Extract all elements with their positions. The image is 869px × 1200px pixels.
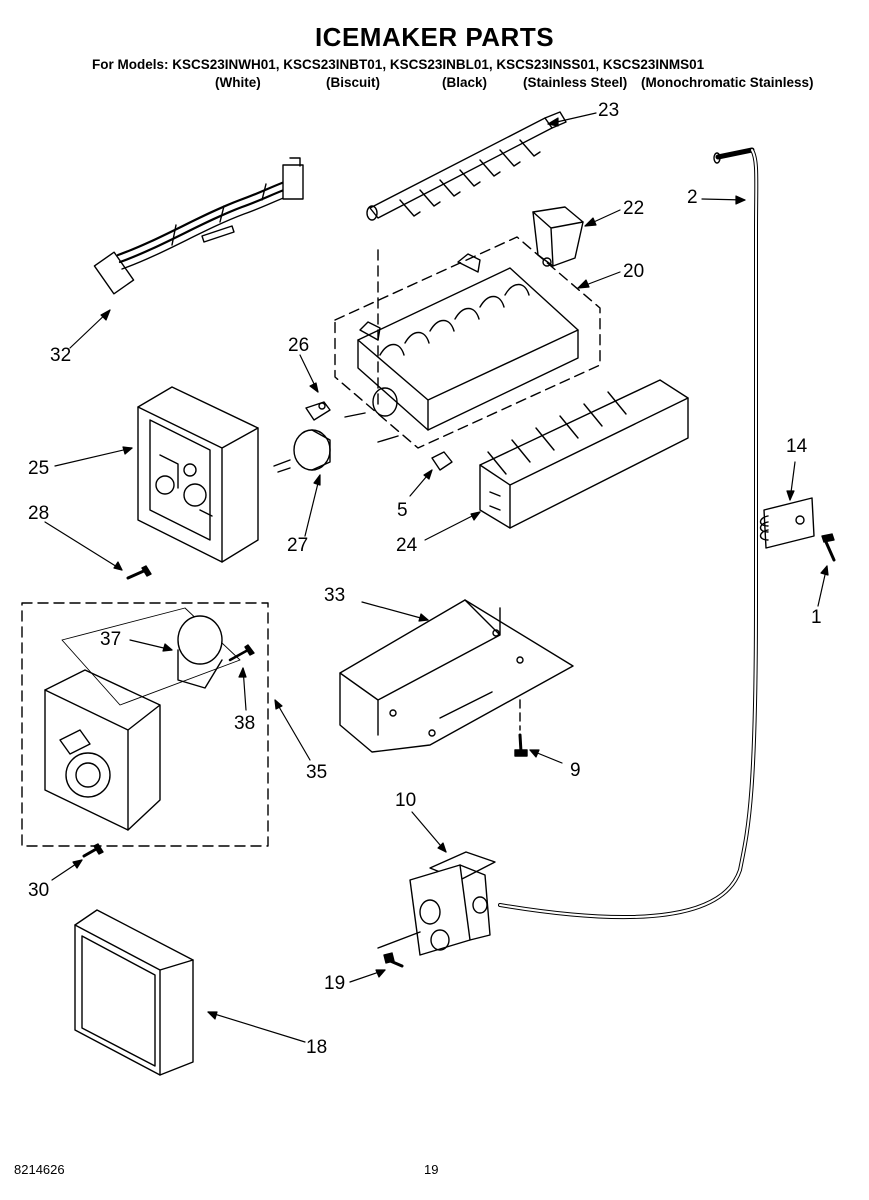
part-10-water-valve [409, 851, 496, 956]
page-number: 19 [424, 1162, 439, 1177]
color-white: (White) [215, 75, 261, 90]
callout-14: 14 [786, 436, 808, 457]
part-24-cover [479, 379, 689, 529]
color-biscuit: (Biscuit) [326, 75, 380, 90]
callout-35: 35 [306, 762, 328, 783]
doc-number: 8214626 [14, 1162, 65, 1177]
callout-38: 38 [234, 713, 256, 734]
part-37-motor [177, 615, 223, 689]
part-27-motor [273, 429, 331, 473]
part-35-control-group [21, 602, 269, 847]
part-26-connector [305, 401, 331, 421]
part-14-clamp [759, 497, 815, 549]
callout-25: 25 [28, 458, 50, 479]
color-black: (Black) [442, 75, 488, 90]
part-18-insulation [74, 909, 194, 1076]
callout-24: 24 [396, 535, 418, 556]
callout-26: 26 [288, 335, 310, 356]
callout-23: 23 [598, 100, 620, 121]
part-33-shield [339, 599, 574, 753]
callout-2: 2 [687, 187, 698, 208]
leader-lines [44, 112, 829, 1043]
callout-20: 20 [623, 261, 645, 282]
part-20-mold [334, 236, 601, 449]
part-28-screw [126, 565, 152, 580]
part-1-screw [821, 533, 836, 562]
callout-37: 37 [100, 629, 122, 650]
part-32-wire-harness [93, 157, 304, 295]
part-23-ejector [366, 111, 567, 221]
part-25-module-housing [137, 386, 259, 563]
part-9-screw [514, 699, 528, 757]
callout-19: 19 [324, 973, 346, 994]
callout-27: 27 [287, 535, 309, 556]
callout-18: 18 [306, 1037, 328, 1058]
callout-30: 30 [28, 880, 50, 901]
callout-22: 22 [623, 198, 645, 219]
callout-28: 28 [28, 503, 50, 524]
callout-33: 33 [324, 585, 346, 606]
part-30-screw [82, 843, 104, 858]
part-38-screw [228, 644, 255, 662]
callout-5: 5 [397, 500, 408, 521]
page-title: ICEMAKER PARTS [314, 22, 555, 52]
models-line: For Models: KSCS23INWH01, KSCS23INBT01, … [92, 57, 705, 72]
callout-32: 32 [50, 345, 72, 366]
callout-1: 1 [811, 607, 822, 628]
part-22-fill-cup [532, 206, 584, 267]
part-19-screw [377, 931, 421, 968]
callout-9: 9 [570, 760, 581, 781]
part-5-clip [431, 451, 453, 471]
callout-10: 10 [395, 790, 417, 811]
color-stainless: (Stainless Steel) [523, 75, 628, 90]
part-2-fill-tube [498, 147, 759, 919]
color-monochromatic: (Monochromatic Stainless) [641, 75, 814, 90]
